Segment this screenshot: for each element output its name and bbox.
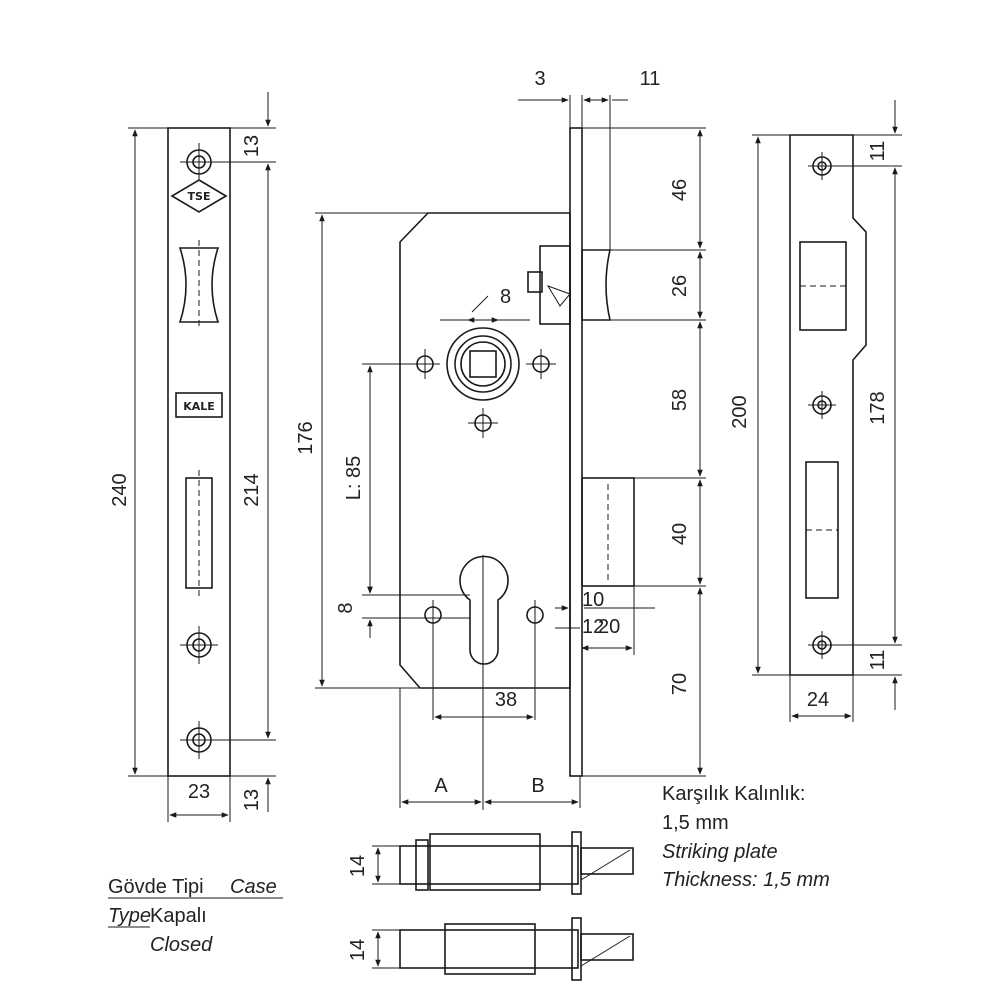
screw-hole-bottom: [180, 721, 276, 759]
case-type-note: Gövde Tipi Case Type Kapalı Closed: [108, 876, 283, 956]
dim-200: 200: [729, 395, 751, 428]
dim-24: 24: [807, 689, 829, 711]
dim-38: 38: [495, 689, 517, 711]
strike-screw-bottom: [808, 631, 902, 659]
faceplate-view: TSE KALE 240: [109, 92, 276, 822]
dim-12: 12: [582, 616, 604, 638]
dim-214: 214: [241, 473, 263, 506]
dim-46: 46: [669, 179, 691, 201]
dim-26: 26: [669, 275, 691, 297]
kale-logo-text: KALE: [183, 400, 215, 413]
hub-screw-holes: [410, 349, 556, 438]
strike-plate-outline: [789, 134, 867, 676]
dim-176: 176: [295, 421, 317, 454]
case-type-label-en2: Type: [108, 905, 151, 927]
cylinder-cutout: [459, 555, 509, 665]
dim-13-bottom: 13: [241, 789, 263, 811]
strike-screw-top: [808, 152, 902, 180]
follower-hub: [446, 327, 520, 401]
case-type-value-en: Closed: [150, 934, 213, 956]
dim-8-diameter: 8: [500, 286, 511, 308]
screw-hole-top: [180, 143, 276, 181]
strike-plate-view: 200 11 178 11 24: [729, 100, 902, 722]
lock-body-view: 8: [295, 68, 706, 810]
strike-screw-middle: [808, 391, 836, 419]
note-line-4: Thickness: 1,5 mm: [662, 869, 830, 891]
dim-11-right-bottom: 11: [867, 650, 889, 671]
latch-bolt: [527, 245, 612, 325]
tse-logo-text: TSE: [188, 190, 211, 203]
dim-10: 10: [582, 589, 604, 611]
note-line-3: Striking plate: [662, 841, 778, 863]
case-type-value-tr: Kapalı: [150, 905, 207, 927]
tse-logo-icon: TSE: [170, 179, 228, 213]
kale-logo-icon: KALE: [175, 392, 223, 418]
striking-plate-note: Karşılık Kalınlık: 1,5 mm Striking plate…: [662, 783, 830, 891]
dim-40: 40: [669, 523, 691, 545]
screw-hole-middle: [180, 626, 218, 664]
latch-window: [178, 247, 220, 323]
dim-14-b: 14: [347, 939, 369, 961]
dim-11-right-top: 11: [867, 141, 889, 162]
case-type-label-tr: Gövde Tipi: [108, 876, 204, 898]
faceplate-outline: [167, 127, 231, 777]
dim-8-side: 8: [335, 602, 357, 613]
case-type-label-en: Case: [230, 876, 277, 898]
dim-l85: L: 85: [343, 456, 365, 500]
dim-14-a: 14: [347, 855, 369, 877]
dim-23: 23: [188, 781, 210, 803]
dim-a: A: [434, 775, 448, 797]
dim-11-top: 11: [640, 68, 661, 90]
side-view-top: 14: [347, 831, 634, 895]
dim-13-top: 13: [241, 135, 263, 157]
note-line-2: 1,5 mm: [662, 812, 729, 834]
dim-20: 20: [598, 616, 620, 638]
note-line-1: Karşılık Kalınlık:: [662, 783, 805, 805]
front-plate-side: [569, 127, 583, 777]
dead-bolt: [581, 477, 635, 587]
dim-3: 3: [534, 68, 545, 90]
dim-240: 240: [109, 473, 131, 506]
cylinder-screw-holes: [424, 600, 544, 720]
dim-70: 70: [669, 673, 691, 695]
side-view-bottom: 14: [347, 917, 634, 981]
bolt-window: [185, 477, 213, 589]
dim-58: 58: [669, 389, 691, 411]
dim-b: B: [531, 775, 544, 797]
dim-178: 178: [867, 391, 889, 424]
